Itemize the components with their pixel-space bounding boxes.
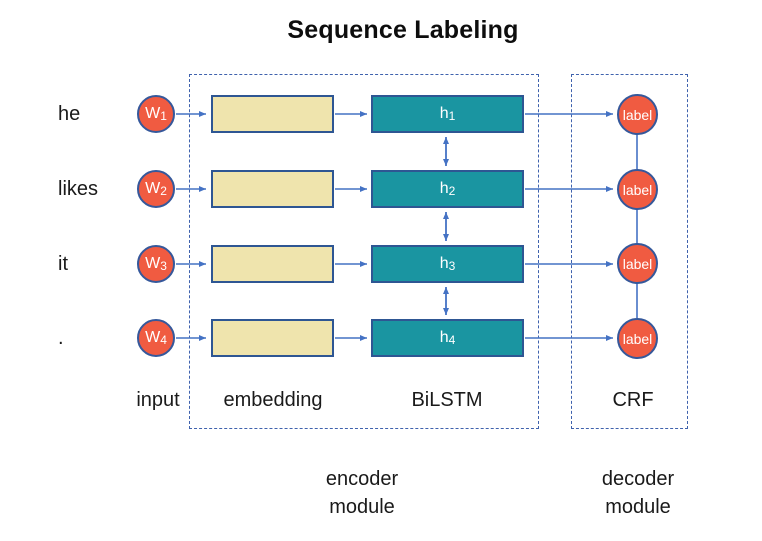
diagram-title: Sequence Labeling <box>287 16 519 44</box>
word-label: he <box>58 103 81 125</box>
embedding-box <box>211 170 334 208</box>
encoder-module-box <box>189 74 539 429</box>
decoder-module-label: decoder module <box>601 468 675 518</box>
column-label-bilstm: BiLSTM <box>411 389 483 411</box>
encoder-module-label: encoder module <box>325 468 399 518</box>
column-label-input: input <box>136 389 180 411</box>
word-label: likes <box>58 178 99 200</box>
column-label-embedding: embedding <box>223 389 323 411</box>
embedding-box <box>211 245 334 283</box>
embedding-box <box>211 95 334 133</box>
embedding-box <box>211 319 334 357</box>
row-arrows <box>176 111 613 341</box>
decoder-module-box <box>571 74 688 429</box>
label-node: label <box>617 169 658 210</box>
label-node: label <box>617 94 658 135</box>
word-label: it <box>58 253 68 275</box>
label-node: label <box>617 318 658 359</box>
label-node: label <box>617 243 658 284</box>
column-label-crf: CRF <box>612 389 654 411</box>
word-label: . <box>58 327 64 349</box>
